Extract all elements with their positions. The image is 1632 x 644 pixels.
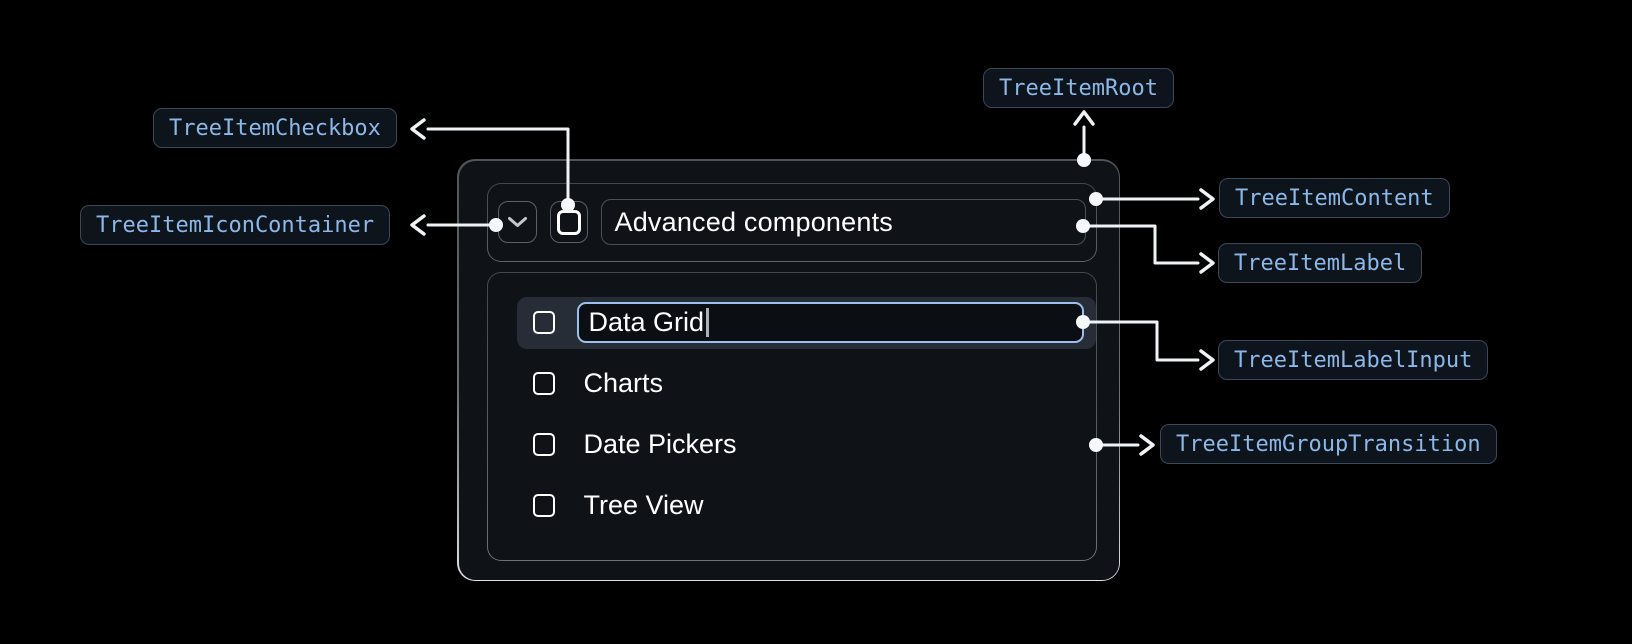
checkbox-unchecked-icon[interactable] (532, 433, 555, 456)
badge-text: TreeItemContent (1235, 185, 1434, 211)
tree-item-row-date-pickers[interactable]: Date Pickers (488, 419, 1096, 471)
badge-tree-item-group-transition: TreeItemGroupTransition (1160, 424, 1497, 464)
tree-item-label-input[interactable]: Data Grid (576, 302, 1084, 343)
item-label: Tree View (583, 490, 704, 520)
checkbox-unchecked-icon[interactable] (532, 494, 555, 517)
tree-item-group-transition: Data Grid Charts Date Pickers (486, 271, 1097, 561)
item-label: Date Pickers (583, 429, 737, 459)
badge-tree-item-content: TreeItemContent (1219, 178, 1450, 218)
badge-text: TreeItemGroupTransition (1176, 431, 1481, 457)
arrow-right-icon (1199, 349, 1215, 371)
badge-text: TreeItemLabel (1234, 250, 1407, 276)
text-caret (706, 308, 709, 337)
badge-text: TreeItemRoot (999, 75, 1158, 101)
label-input-value: Data Grid (588, 307, 705, 337)
arrow-left-icon (410, 118, 426, 140)
arrow-right-icon (1199, 252, 1215, 274)
checkbox-unchecked-icon (556, 209, 581, 235)
arrow-left-icon (410, 214, 426, 236)
badge-tree-item-checkbox: TreeItemCheckbox (153, 108, 397, 148)
tree-item-label[interactable]: Advanced components (600, 199, 1086, 245)
badge-tree-item-root: TreeItemRoot (983, 68, 1174, 108)
checkbox-unchecked-icon[interactable] (532, 372, 555, 395)
tree-item-root-surface: Advanced components Data Grid (458, 160, 1119, 580)
badge-tree-item-icon-container: TreeItemIconContainer (80, 205, 391, 245)
badge-tree-item-label: TreeItemLabel (1218, 243, 1423, 283)
badge-text: TreeItemLabelInput (1234, 347, 1473, 373)
badge-text: TreeItemCheckbox (169, 115, 381, 141)
tree-item-row-tree-view[interactable]: Tree View (488, 480, 1096, 532)
tree-item-row-charts[interactable]: Charts (488, 358, 1096, 410)
tree-item-group-surface: Data Grid Charts Date Pickers (487, 272, 1096, 560)
arrow-up-icon (1073, 110, 1095, 126)
tree-item-row-data-grid[interactable]: Data Grid (516, 296, 1096, 349)
badge-text: TreeItemIconContainer (96, 212, 375, 238)
item-label: Charts (583, 368, 664, 398)
tree-item-root: Advanced components Data Grid (457, 159, 1120, 581)
tree-item-checkbox[interactable] (549, 201, 588, 243)
tree-item-content[interactable]: Advanced components (486, 182, 1097, 262)
arrow-right-icon (1199, 188, 1215, 210)
badge-tree-item-label-input: TreeItemLabelInput (1218, 340, 1489, 380)
checkbox-unchecked-icon[interactable] (532, 311, 555, 334)
chevron-down-icon (507, 216, 528, 228)
arrow-right-icon (1139, 434, 1155, 456)
parent-item-label: Advanced components (614, 206, 893, 237)
tree-item-icon-container[interactable] (497, 201, 537, 243)
tree-item-content-surface: Advanced components (487, 183, 1096, 261)
